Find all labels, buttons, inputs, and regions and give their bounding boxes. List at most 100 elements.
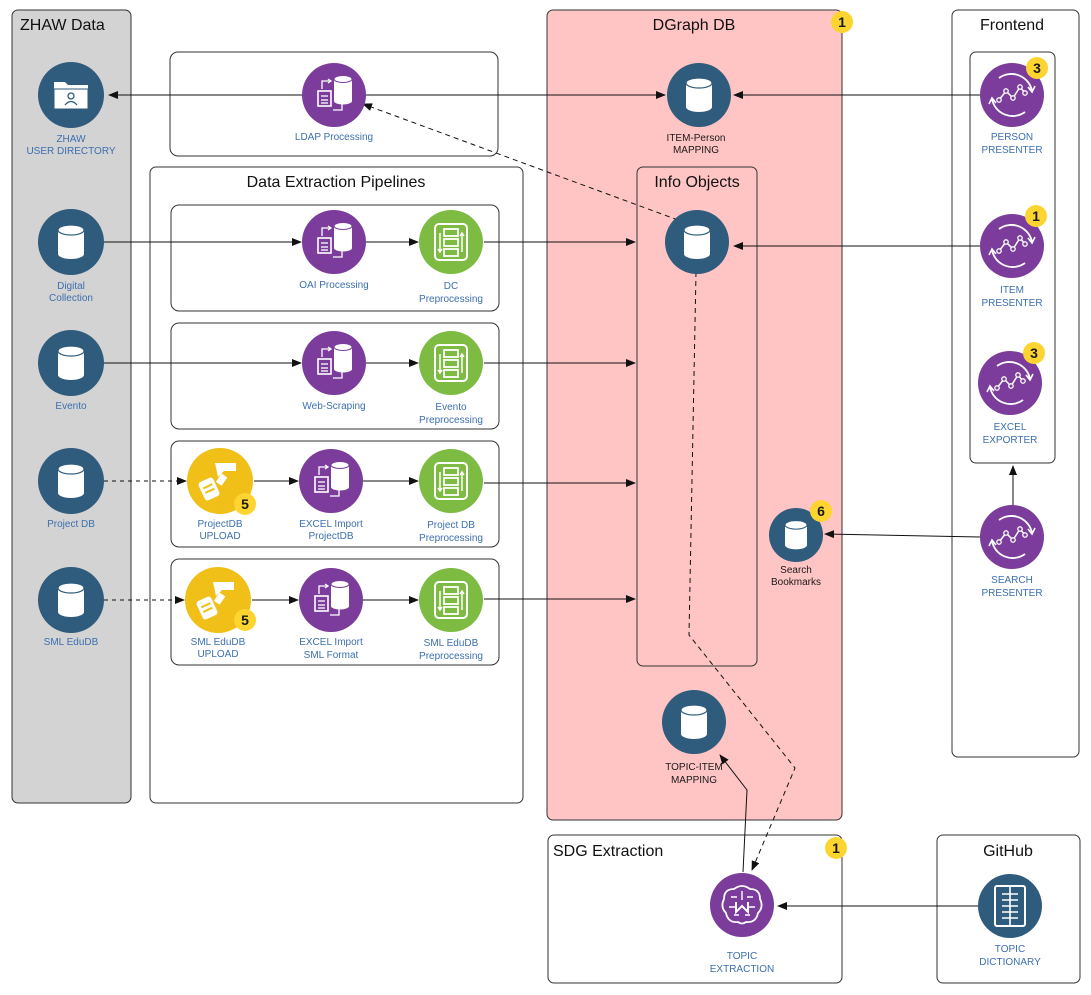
excel-exporter-node[interactable]: EXCEL EXPORTER	[978, 351, 1042, 446]
connectors	[104, 91, 1017, 910]
database-icon	[57, 345, 85, 381]
badge-excel-exporter: 3	[1023, 342, 1045, 364]
evento-preprocessing-label-1: Evento	[435, 402, 467, 413]
digital-collection-node[interactable]: Digital Collection	[38, 209, 104, 304]
excel-exporter-label-2: EXPORTER	[983, 435, 1038, 446]
web-scraping-label: Web-Scraping	[302, 401, 365, 412]
evento-label: Evento	[55, 401, 87, 412]
search-presenter-label-2: PRESENTER	[981, 588, 1042, 599]
item-person-mapping-node[interactable]: ITEM-Person MAPPING	[667, 63, 731, 156]
oai-processing-label: OAI Processing	[299, 280, 368, 291]
excel-exporter-circle	[978, 351, 1042, 415]
sml-edudb-node[interactable]: SML EduDB	[38, 567, 104, 648]
dashed-infoobjects-to-ldap	[362, 103, 679, 221]
badge-person-presenter-text: 3	[1033, 60, 1041, 76]
excel-import-projectdb-label-1: EXCEL Import	[299, 519, 363, 530]
badge-search-bookmarks: 6	[810, 500, 832, 522]
sml-preprocessing-node[interactable]: SML EduDB Preprocessing	[419, 568, 483, 662]
projectdb-preprocessing-label-1: Project DB	[427, 520, 475, 531]
badge-projectdb-upload-text: 5	[241, 496, 249, 512]
search-presenter-node[interactable]: SEARCH PRESENTER	[980, 505, 1044, 599]
sml-upload-node[interactable]: SML EduDB UPLOAD	[185, 567, 251, 660]
badge-excel-exporter-text: 3	[1030, 345, 1038, 361]
database-icon	[57, 224, 85, 260]
database-icon	[784, 520, 808, 550]
database-icon	[680, 704, 708, 740]
oai-processing-node[interactable]: OAI Processing	[299, 210, 369, 291]
topic-extraction-node[interactable]: TOPIC EXTRACTION	[710, 873, 774, 975]
project-db-label: Project DB	[47, 519, 95, 530]
badge-dgraph: 1	[831, 11, 853, 33]
evento-node[interactable]: Evento	[38, 330, 104, 412]
badge-sdg: 1	[825, 837, 847, 859]
ldap-processing-label: LDAP Processing	[295, 132, 373, 143]
evento-preprocessing-node[interactable]: Evento Preprocessing	[419, 331, 483, 426]
sml-edudb-label: SML EduDB	[44, 637, 99, 648]
digital-collection-label-1: Digital	[57, 281, 85, 292]
topic-item-label-2: MAPPING	[671, 775, 717, 786]
info-objects-panel: Info Objects	[636, 166, 758, 667]
dc-preprocessing-label-2: Preprocessing	[419, 294, 483, 305]
search-bookmarks-label-1: Search	[780, 565, 812, 576]
person-presenter-node[interactable]: PERSON PRESENTER	[980, 63, 1044, 156]
excel-import-sml-label-2: SML Format	[304, 650, 359, 661]
digital-collection-label-2: Collection	[49, 293, 93, 304]
badge-person-presenter: 3	[1026, 57, 1048, 79]
item-presenter-node[interactable]: ITEM PRESENTER	[980, 214, 1044, 309]
badge-sml-upload-text: 5	[241, 612, 249, 628]
sdg-title: SDG Extraction	[553, 843, 663, 860]
project-db-node[interactable]: Project DB	[38, 448, 104, 530]
person-presenter-circle	[980, 63, 1044, 127]
projectdb-upload-label-2: UPLOAD	[199, 531, 240, 542]
search-bookmarks-label-2: Bookmarks	[771, 577, 821, 588]
topic-item-mapping-node[interactable]: TOPIC-ITEM MAPPING	[662, 690, 726, 786]
item-person-label-2: MAPPING	[673, 145, 719, 156]
search-presenter-circle	[980, 505, 1044, 569]
evento-preprocessing-circle	[419, 331, 483, 395]
info-objects-db-node[interactable]	[665, 210, 729, 274]
frontend-title: Frontend	[980, 17, 1044, 34]
dc-preprocessing-circle	[419, 210, 483, 274]
dc-preprocessing-node[interactable]: DC Preprocessing	[419, 210, 483, 305]
projectdb-preprocessing-label-2: Preprocessing	[419, 533, 483, 544]
zhaw-data-title: ZHAW Data	[20, 17, 105, 34]
topic-extraction-label-1: TOPIC	[727, 951, 757, 962]
github-title: GitHub	[983, 843, 1033, 860]
item-presenter-label-1: ITEM	[1000, 285, 1024, 296]
excel-import-projectdb-label-2: ProjectDB	[308, 531, 353, 542]
badge-item-presenter-text: 1	[1032, 208, 1040, 224]
database-icon	[57, 463, 85, 499]
sml-preprocessing-circle	[419, 568, 483, 632]
user-directory-node[interactable]: ZHAW USER DIRECTORY	[26, 62, 116, 157]
sml-upload-label-1: SML EduDB	[191, 637, 246, 648]
item-presenter-circle	[980, 214, 1044, 278]
evento-preprocessing-label-2: Preprocessing	[419, 415, 483, 426]
database-icon	[683, 224, 711, 260]
person-presenter-label-1: PERSON	[991, 132, 1033, 143]
search-presenter-label-1: SEARCH	[991, 575, 1033, 586]
user-directory-label-2: USER DIRECTORY	[26, 146, 115, 157]
excel-import-projectdb-node[interactable]: EXCEL Import ProjectDB	[299, 449, 363, 542]
info-objects-title: Info Objects	[654, 174, 739, 191]
folder-icon	[53, 81, 89, 110]
topic-dictionary-label-2: DICTIONARY	[979, 957, 1041, 968]
excel-import-sml-node[interactable]: EXCEL Import SML Format	[299, 568, 363, 661]
excel-import-sml-label-1: EXCEL Import	[299, 637, 363, 648]
projectdb-preprocessing-node[interactable]: Project DB Preprocessing	[419, 449, 483, 544]
badge-sml-upload: 5	[234, 609, 256, 631]
database-icon	[685, 77, 713, 113]
arrow-topic-extraction-to-topic-item	[719, 754, 748, 873]
person-presenter-label-2: PRESENTER	[981, 145, 1042, 156]
web-scraping-node[interactable]: Web-Scraping	[302, 331, 366, 412]
arrow-search-presenter-to-bookmarks	[824, 530, 981, 539]
ldap-processing-node[interactable]: LDAP Processing	[295, 63, 373, 143]
badge-search-bookmarks-text: 6	[817, 503, 825, 519]
projectdb-preprocessing-circle	[419, 449, 483, 513]
topic-item-label-1: TOPIC-ITEM	[665, 762, 723, 773]
search-bookmarks-node[interactable]: Search Bookmarks	[769, 508, 823, 588]
user-directory-label-1: ZHAW	[56, 134, 86, 145]
topic-dictionary-node[interactable]: TOPIC DICTIONARY	[978, 874, 1042, 968]
sml-preprocessing-label-1: SML EduDB	[424, 638, 479, 649]
badge-sdg-text: 1	[832, 840, 840, 856]
